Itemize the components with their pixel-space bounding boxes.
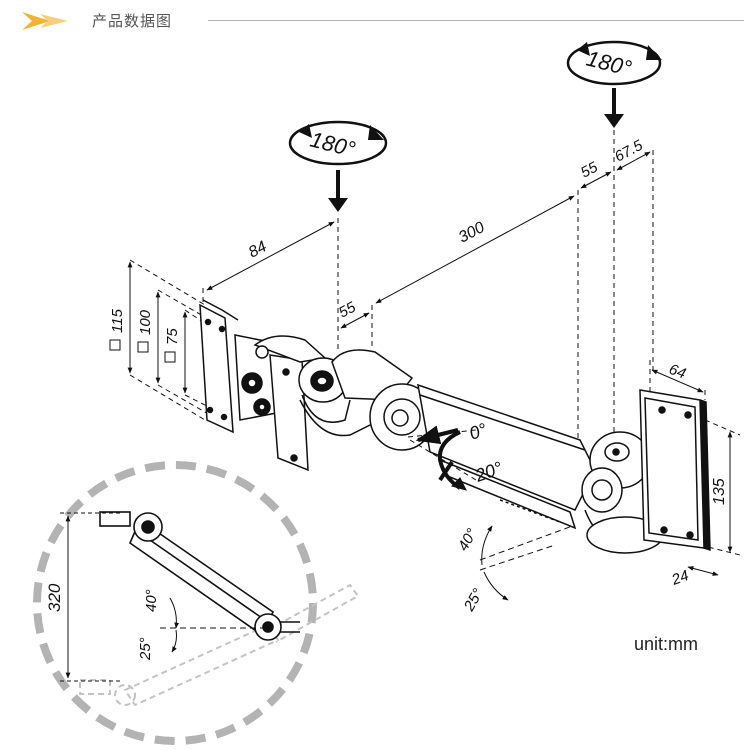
second-arm-segment: [417, 383, 596, 530]
arm-angle-40-label: 40°: [455, 526, 481, 554]
tilt-arrows: [407, 425, 477, 491]
tilt-0-label: 0°: [467, 419, 490, 444]
inset-ring: [33, 461, 317, 745]
inset-ghost-arm: [79, 583, 360, 707]
dimension-lines: [127, 151, 733, 576]
inset-dimension-320: [60, 512, 120, 682]
dimension-320-label: 320: [45, 583, 64, 612]
vesa-labels: 115 100 75: [109, 308, 181, 363]
folded-position-inset: 320 40° 25°: [33, 461, 360, 745]
dimension-84-label: 84: [246, 238, 270, 261]
dimension-135-label: 135: [711, 478, 728, 505]
page-title: 产品数据图: [92, 13, 173, 30]
rotation-180-left-label: 180°: [308, 127, 358, 162]
vesa-100-label: 100: [137, 309, 154, 335]
header-divider: [208, 20, 744, 21]
rotation-180-right-label: 180°: [584, 46, 634, 81]
inset-angle-25-label: 25°: [137, 637, 154, 661]
vesa-75-label: 75: [164, 328, 181, 345]
tilt-head-bracket: [253, 335, 327, 472]
dimension-55-left-label: 55: [336, 298, 359, 321]
unit-label: unit:mm: [634, 634, 699, 654]
page-header: 产品数据图: [0, 0, 750, 40]
arm-lift-angle: [479, 524, 576, 601]
dimension-64-label: 64: [667, 361, 688, 383]
rotation-indicator-right: 180°: [566, 40, 662, 128]
reference-lines: [129, 130, 741, 556]
inset-angle-marks: [160, 597, 270, 653]
dimension-24-label: 24: [669, 567, 691, 589]
arm-angle-25-label: 25°: [460, 586, 487, 615]
dimension-300-label: 300: [456, 219, 488, 247]
inset-angle-40-label: 40°: [143, 589, 160, 612]
vesa-115-label: 115: [109, 308, 126, 333]
inset-raised-arm: [99, 511, 300, 641]
dimension-55-top-label: 55: [578, 158, 601, 181]
double-chevron-logo-icon: [22, 12, 68, 30]
wall-mount-plate: [639, 389, 711, 552]
dimension-67-5-label: 67.5: [612, 137, 646, 166]
rotation-indicator-left: 180°: [288, 120, 388, 212]
